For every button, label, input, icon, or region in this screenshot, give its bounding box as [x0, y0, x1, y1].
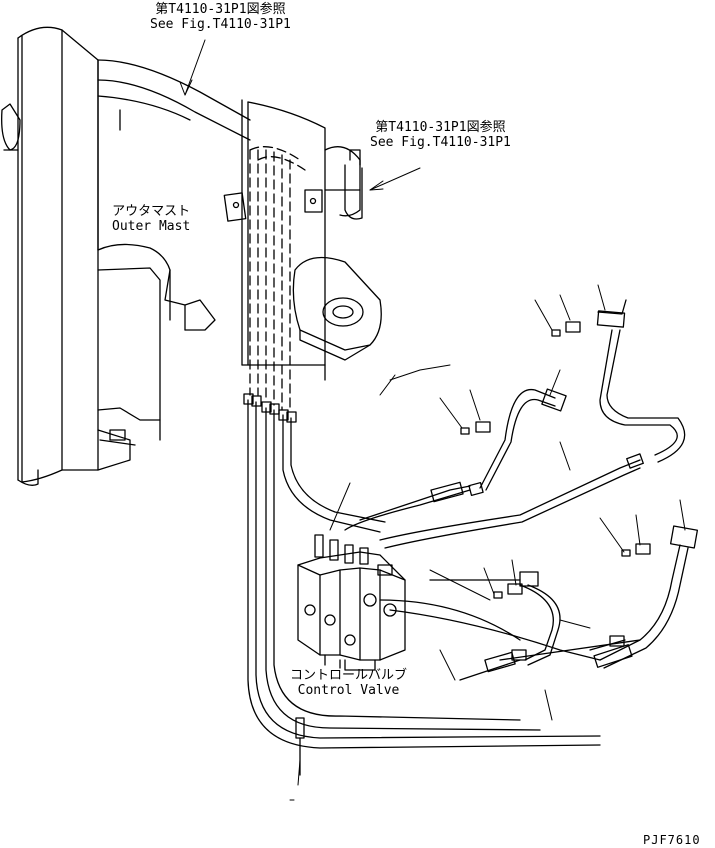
outer-mast-drawing [1, 26, 251, 486]
control-valve-en: Control Valve [297, 683, 400, 698]
outer-mast-jp: アウタマスト [112, 204, 191, 219]
reference-middle-en: See Fig.T4110-31P1 [370, 135, 511, 150]
reference-label-top: 第T4110-31P1図参照 See Fig.T4110-31P1 [150, 2, 291, 32]
outer-mast-en: Outer Mast [112, 219, 191, 234]
reference-middle-jp: 第T4110-31P1図参照 [375, 120, 506, 135]
inner-mast-drawing [241, 99, 382, 381]
mast-hoses [243, 393, 601, 776]
hidden-hoses [249, 146, 306, 411]
reference-label-middle: 第T4110-31P1図参照 See Fig.T4110-31P1 [370, 120, 511, 150]
leader-lines [179, 39, 686, 801]
control-valve-jp: コントロールバルブ [290, 668, 408, 683]
control-valve-drawing [297, 534, 406, 671]
pipes-and-fittings [344, 299, 699, 681]
outer-mast-label: アウタマスト Outer Mast [112, 204, 190, 234]
control-valve-label: コントロールバルブ Control Valve [290, 668, 407, 698]
reference-top-en: See Fig.T4110-31P1 [150, 17, 291, 32]
drawing-code: PJF7610 [643, 833, 701, 847]
reference-top-jp: 第T4110-31P1図参照 [155, 2, 286, 17]
